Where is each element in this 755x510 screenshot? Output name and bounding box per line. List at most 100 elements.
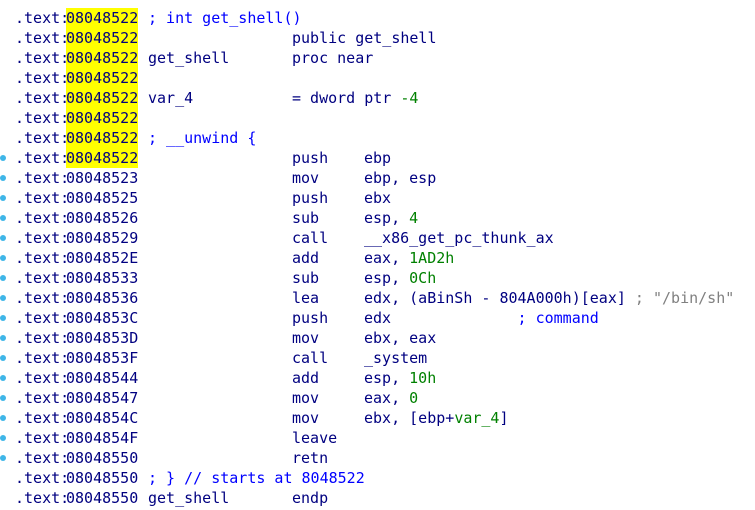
mnemonic[interactable]: mov	[292, 389, 320, 407]
listing-line[interactable]: .text:08048522; int get_shell()	[0, 8, 755, 28]
mnemonic[interactable]: sub	[292, 209, 320, 227]
address[interactable]: 0804852E	[66, 249, 139, 267]
breakpoint-dot-icon[interactable]	[0, 275, 6, 281]
address[interactable]: 08048522	[66, 68, 139, 88]
address[interactable]: 08048522	[66, 108, 139, 128]
address[interactable]: 08048550	[66, 489, 139, 507]
breakpoint-dot-icon[interactable]	[0, 255, 6, 261]
address[interactable]: 08048522	[66, 88, 139, 108]
address[interactable]: 08048522	[66, 48, 139, 68]
operands[interactable]: _system	[364, 349, 428, 367]
mnemonic[interactable]: add	[292, 249, 320, 267]
operands[interactable]: esp, 0Ch	[364, 268, 436, 288]
operands[interactable]: ebx, eax	[364, 329, 437, 347]
address[interactable]: 08048544	[66, 369, 139, 387]
breakpoint-dot-icon[interactable]	[0, 235, 6, 241]
mnemonic[interactable]: mov	[292, 409, 320, 427]
operands[interactable]: ebp, esp	[364, 169, 437, 187]
operands[interactable]: eax, 1AD2h	[364, 248, 454, 268]
mnemonic[interactable]: leave	[292, 429, 338, 447]
breakpoint-dot-icon[interactable]	[0, 455, 6, 461]
breakpoint-dot-icon[interactable]	[0, 155, 6, 161]
address[interactable]: 08048522	[66, 28, 139, 48]
address[interactable]: 08048525	[66, 189, 139, 207]
mnemonic[interactable]: add	[292, 369, 320, 387]
listing-line[interactable]: .text:08048522	[0, 108, 755, 128]
address[interactable]: 08048536	[66, 289, 139, 307]
operands[interactable]: ebx	[364, 189, 392, 207]
operands[interactable]: eax, 0	[364, 388, 418, 408]
address[interactable]: 0804853F	[66, 349, 139, 367]
address[interactable]: 08048522	[66, 148, 139, 168]
listing-line[interactable]: .text:08048522; __unwind {	[0, 128, 755, 148]
operands[interactable]: ebx, [ebp+var_4]	[364, 408, 509, 428]
breakpoint-dot-icon[interactable]	[0, 395, 6, 401]
operands[interactable]: esp, 4	[364, 208, 418, 228]
operands[interactable]: ebp	[364, 149, 392, 167]
function-label[interactable]: get_shell	[148, 489, 230, 507]
breakpoint-dot-icon[interactable]	[0, 355, 6, 361]
breakpoint-dot-icon[interactable]	[0, 415, 6, 421]
mnemonic[interactable]: call	[292, 349, 329, 367]
mnemonic[interactable]: push	[292, 189, 329, 207]
mnemonic[interactable]: mov	[292, 329, 320, 347]
operands[interactable]: esp, 10h	[364, 368, 436, 388]
listing-line[interactable]: .text:08048550; } // starts at 8048522	[0, 468, 755, 488]
mnemonic[interactable]: mov	[292, 169, 320, 187]
mnemonic[interactable]: push	[292, 309, 329, 327]
breakpoint-dot-icon[interactable]	[0, 295, 6, 301]
disassembly-listing[interactable]: .text:08048522; int get_shell().text:080…	[0, 8, 755, 508]
address[interactable]: 0804853D	[66, 329, 139, 347]
address[interactable]: 08048526	[66, 209, 139, 227]
address[interactable]: 0804853C	[66, 309, 139, 327]
listing-line[interactable]: .text:08048522	[0, 68, 755, 88]
breakpoint-dot-icon[interactable]	[0, 215, 6, 221]
stack-variable-label[interactable]: var_4	[148, 89, 194, 107]
mnemonic[interactable]: retn	[292, 449, 329, 467]
address[interactable]: 08048522	[66, 8, 139, 28]
operands[interactable]: edx ; command	[364, 308, 599, 328]
breakpoint-dot-icon[interactable]	[0, 175, 6, 181]
address[interactable]: 08048522	[66, 128, 139, 148]
breakpoint-dot-icon[interactable]	[0, 375, 6, 381]
address[interactable]: 0804854F	[66, 429, 139, 447]
breakpoint-dot-icon[interactable]	[0, 315, 6, 321]
breakpoint-dot-icon[interactable]	[0, 335, 6, 341]
mnemonic[interactable]: lea	[292, 289, 320, 307]
address[interactable]: 08048523	[66, 169, 139, 187]
operands[interactable]: __x86_get_pc_thunk_ax	[364, 229, 554, 247]
address[interactable]: 08048550	[66, 449, 139, 467]
address[interactable]: 0804854C	[66, 409, 139, 427]
mnemonic[interactable]: push	[292, 149, 329, 167]
operand-variable[interactable]: var_4	[454, 409, 500, 427]
address[interactable]: 08048547	[66, 389, 139, 407]
address[interactable]: 08048550	[66, 469, 139, 487]
address[interactable]: 08048529	[66, 229, 139, 247]
mnemonic[interactable]: call	[292, 229, 329, 247]
breakpoint-dot-icon[interactable]	[0, 435, 6, 441]
function-label[interactable]: get_shell	[148, 49, 230, 67]
breakpoint-dot-icon[interactable]	[0, 195, 6, 201]
mnemonic[interactable]: sub	[292, 269, 320, 287]
operands[interactable]: edx, (aBinSh - 804A000h)[eax] ; "/bin/sh…	[364, 288, 734, 308]
